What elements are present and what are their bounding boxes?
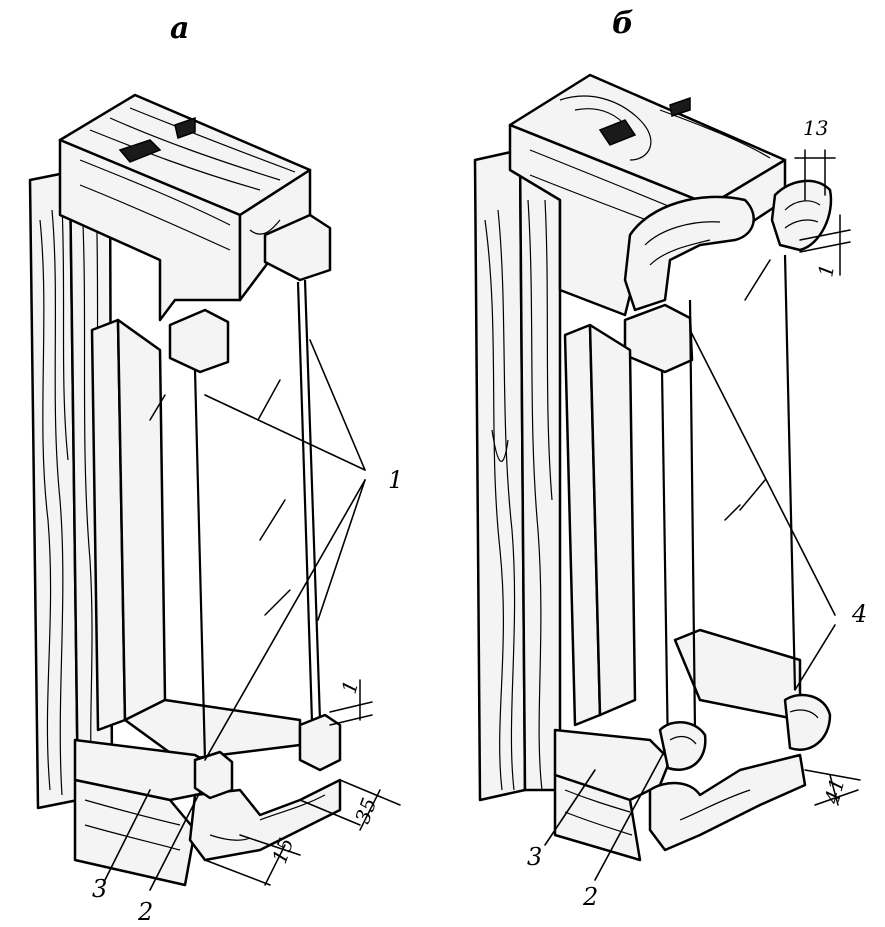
panel-a-dimension-35: 35: [350, 795, 381, 827]
panel-a-head-knot-2: [174, 116, 196, 139]
panel-a-sash-left-rebate: [116, 318, 167, 722]
panel-a-upper-stop: [168, 308, 230, 374]
panel-a-upper-bead: [263, 213, 332, 282]
panel-b-upper-grain: [644, 200, 821, 266]
panel-b-sash-left-rebate: [588, 323, 637, 717]
panel-b-inner-bead: [658, 721, 707, 771]
panel-b-label: б: [612, 6, 634, 41]
panel-b-frame-grain: [484, 199, 553, 791]
panel-b-upper-stop: [623, 303, 694, 374]
panel-a-dimension-lines: [204, 679, 401, 886]
panel-a-glass-reflections: [149, 379, 291, 616]
panel-b-callout-seal: 4: [851, 600, 867, 628]
panel-a-leader-2-3: [104, 789, 201, 891]
panel-a-callout-bead: 2: [137, 898, 153, 926]
panel-b-bottom-grain: [564, 709, 819, 836]
panel-a-head-knot: [118, 139, 162, 163]
panel-b-leader-2-3: [544, 749, 666, 881]
panel-a-glass-left: [193, 369, 207, 761]
panel-b-upper-seal: [770, 179, 833, 252]
panel-b-callout-bead: 2: [582, 883, 598, 911]
panel-a-dimension-glass-gap: 1: [337, 678, 363, 697]
panel-a-leader-1: [204, 339, 366, 761]
panel-b-bottom-sill: [553, 773, 642, 862]
panel-b-dimension-lines: [794, 149, 861, 806]
panel-b-drawing: [473, 73, 861, 881]
panel-b-glass-right: [783, 254, 797, 691]
panel-b-glass-left-2: [688, 299, 697, 731]
panel-b-bottom-profile: [648, 753, 807, 852]
panel-a-label: а: [170, 11, 189, 46]
panel-b-sash-bottom: [673, 628, 802, 722]
panel-b-leader-4: [689, 329, 836, 691]
panel-a-inner-bead: [193, 750, 234, 800]
panel-b-lower-seal: [783, 693, 832, 751]
panel-b-head-knot-2: [669, 96, 691, 117]
panel-a-callout-drip: 3: [92, 875, 107, 903]
panel-a-callout-glass: 1: [388, 466, 403, 494]
panel-a-lower-bead: [298, 713, 342, 772]
panel-a-glass-right: [303, 279, 322, 721]
panel-a-drawing: [28, 93, 401, 891]
panel-b-glass-left: [660, 369, 670, 756]
panel-b-callout-drip: 3: [527, 843, 542, 871]
panel-a-glass-rear: [296, 281, 314, 723]
panel-b-upper-profile: [623, 195, 755, 312]
panel-b-dimension-13: 13: [803, 116, 828, 140]
panel-b-dimension-seal-gap: 1: [813, 262, 839, 279]
panel-b-head-knot: [598, 119, 637, 146]
panel-b-glass-reflections: [724, 259, 771, 521]
panel-b-frame-post: [473, 148, 527, 802]
panel-a-head-grain: [79, 107, 296, 251]
